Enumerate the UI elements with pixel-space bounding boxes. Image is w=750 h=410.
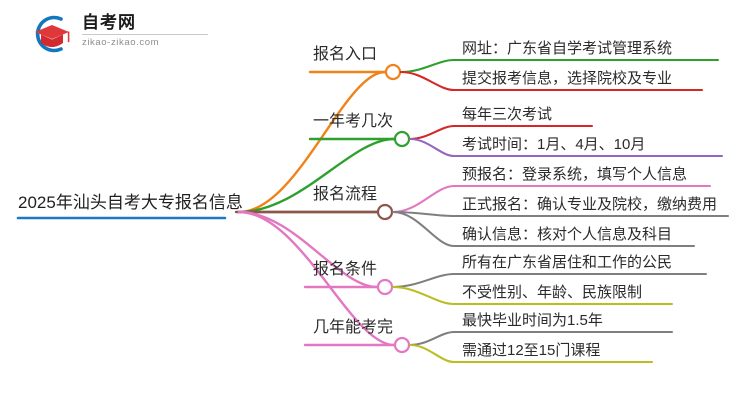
leaf-label-1-2[interactable]: 提交报考信息，选择院校及专业 [462, 70, 673, 87]
leaf-label-2-1[interactable]: 每年三次考试 [462, 106, 553, 123]
leaf-label-4-1[interactable]: 所有在广东省居住和工作的公民 [462, 254, 673, 271]
branch-node-1[interactable] [384, 63, 402, 81]
branch-connector [237, 70, 387, 214]
leaf-connector [391, 184, 456, 214]
leaf-connector [408, 137, 456, 158]
leaf-connector [399, 70, 456, 92]
leaf-connector [391, 272, 456, 289]
leaf-label-5-1[interactable]: 最快毕业时间为1.5年 [462, 312, 603, 329]
site-logo: 自考网 zikao-zikao.com [28, 10, 228, 58]
leaf-label-1-1[interactable]: 网址：广东省自学考试管理系统 [462, 40, 673, 57]
leaf-label-4-2[interactable]: 不受性别、年龄、民族限制 [462, 284, 643, 301]
leaf-connector [391, 210, 456, 248]
root-node-label: 2025年汕头自考大专报名信息 [18, 193, 243, 212]
leaf-label-2-2[interactable]: 考试时间：1月、4月、10月 [462, 136, 646, 153]
logo-title: 自考网 [82, 13, 136, 32]
branch-node-4[interactable] [376, 278, 394, 296]
leaf-label-5-2[interactable]: 需通过12至15门课程 [462, 342, 601, 359]
graduation-cap-icon [28, 12, 74, 56]
branch-label-5[interactable]: 几年能考完 [313, 319, 394, 336]
leaf-label-3-2[interactable]: 正式报名：确认专业及院校，缴纳费用 [462, 196, 718, 213]
branch-connector [237, 137, 396, 214]
branch-label-1[interactable]: 报名入口 [313, 46, 378, 63]
branch-node-3[interactable] [376, 203, 394, 221]
logo-divider [82, 34, 208, 35]
leaf-label-3-3[interactable]: 确认信息：核对个人信息及科目 [462, 226, 673, 243]
leaf-label-3-1[interactable]: 预报名：登录系统，填写个人信息 [462, 166, 688, 183]
branch-label-3[interactable]: 报名流程 [313, 186, 378, 203]
leaf-connector [391, 285, 456, 306]
branch-label-2[interactable]: 一年考几次 [313, 113, 394, 130]
leaf-connector [408, 343, 456, 364]
branch-connector [237, 210, 396, 347]
logo-text-block: 自考网 zikao-zikao.com [82, 13, 222, 48]
leaf-connector [408, 124, 456, 141]
branch-node-2[interactable] [393, 130, 411, 148]
leaf-connector [408, 330, 456, 347]
logo-subtitle: zikao-zikao.com [82, 37, 160, 48]
branch-label-4[interactable]: 报名条件 [313, 261, 378, 278]
branch-node-5[interactable] [393, 336, 411, 354]
leaf-connector [399, 58, 456, 74]
